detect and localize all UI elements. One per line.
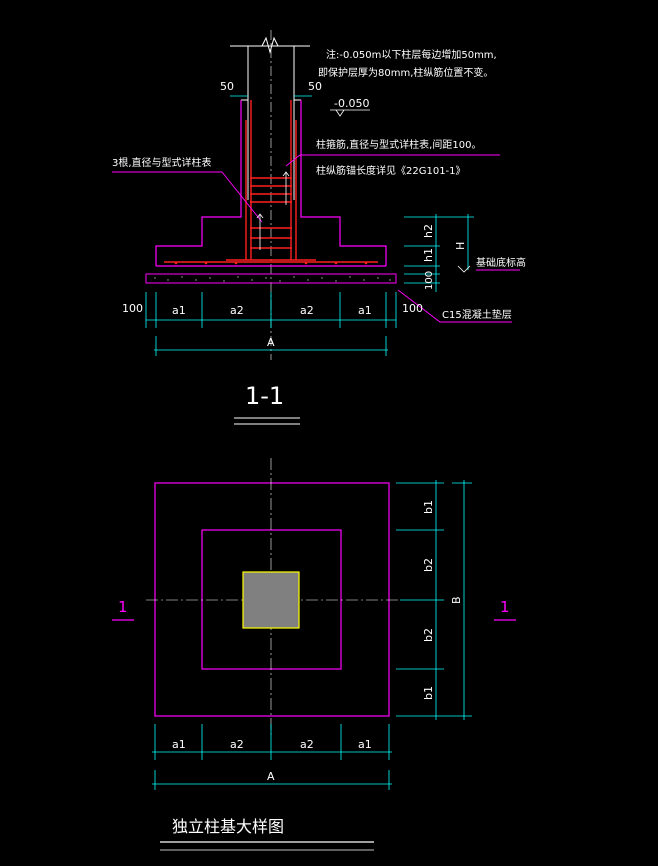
note-line-2: 即保护层厚为80mm,柱纵筋位置不变。 [318, 66, 493, 79]
plan-dim-b1-bottom: b1 [422, 686, 435, 700]
dim-A-section: A [267, 336, 275, 349]
plan-dim-B: B [450, 596, 463, 604]
drawing-title: 独立柱基大样图 [172, 817, 284, 836]
dim-h2: h2 [422, 224, 435, 238]
drawing-title-block: 独立柱基大样图 [160, 817, 374, 851]
dim-a2-left: a2 [230, 304, 244, 317]
cushion-layer [145, 273, 397, 284]
stirrups-left-note: 3根,直径与型式详柱表 [112, 156, 212, 169]
note-leaders [112, 154, 520, 323]
dim-50-right: 50 [308, 80, 322, 93]
plan-dim-b1-top: b1 [422, 500, 435, 514]
note-line-1: 注:-0.050m以下柱层每边增加50mm, [326, 48, 497, 61]
dim-h1: h1 [422, 248, 435, 262]
section-view: 50 50 -0.050 注:-0.050m以下柱层每边增加50mm, 即保护层… [112, 30, 526, 425]
plan-dim-b2-bottom: b2 [422, 628, 435, 642]
plan-dim-a2-left: a2 [230, 738, 244, 751]
plan-dim-A: A [267, 770, 275, 783]
base-level-label: 基础底标高 [476, 256, 526, 269]
plan-dim-a1-right: a1 [358, 738, 372, 751]
note-arrows [256, 171, 290, 250]
rebar-cage [164, 100, 378, 263]
dim-a2-right: a2 [300, 304, 314, 317]
base-level-mark [457, 265, 471, 273]
anchorage-note: 柱纵筋锚长度详见《22G101-1》 [316, 164, 466, 177]
section-bottom-dims [145, 292, 397, 356]
cushion-label: C15混凝土垫层 [442, 308, 512, 321]
plan-dim-b2-top: b2 [422, 558, 435, 572]
plan-dim-a2-right: a2 [300, 738, 314, 751]
plan-outer-footing [154, 482, 390, 717]
section-title: 1-1 [245, 382, 284, 410]
level-mark [330, 109, 370, 117]
dim-100-vertical: 100 [424, 271, 435, 290]
plan-right-dims [396, 480, 472, 720]
plan-inner-step [201, 529, 342, 670]
dim-H: H [454, 242, 467, 250]
stirrup-note: 柱箍筋,直径与型式详柱表,间距100。 [316, 138, 481, 151]
dim-a1-right: a1 [358, 304, 372, 317]
dim-100-left: 100 [122, 302, 143, 315]
dim-a1-left: a1 [172, 304, 186, 317]
rebar-dots [174, 261, 368, 265]
cushion-hatch [154, 276, 391, 282]
cut-mark-right: 1 [500, 598, 510, 616]
plan-column [242, 571, 300, 629]
section-height-dims [404, 214, 474, 292]
plan-view: 1 1 a1 a2 a2 a1 A b1 [112, 458, 516, 790]
cut-mark-left: 1 [118, 598, 128, 616]
dim-100-right: 100 [402, 302, 423, 315]
dim-50-left: 50 [220, 80, 234, 93]
plan-bottom-dims [152, 724, 392, 790]
footing-outline [155, 100, 242, 266]
level-value: -0.050 [334, 97, 369, 110]
plan-dim-a1-left: a1 [172, 738, 186, 751]
